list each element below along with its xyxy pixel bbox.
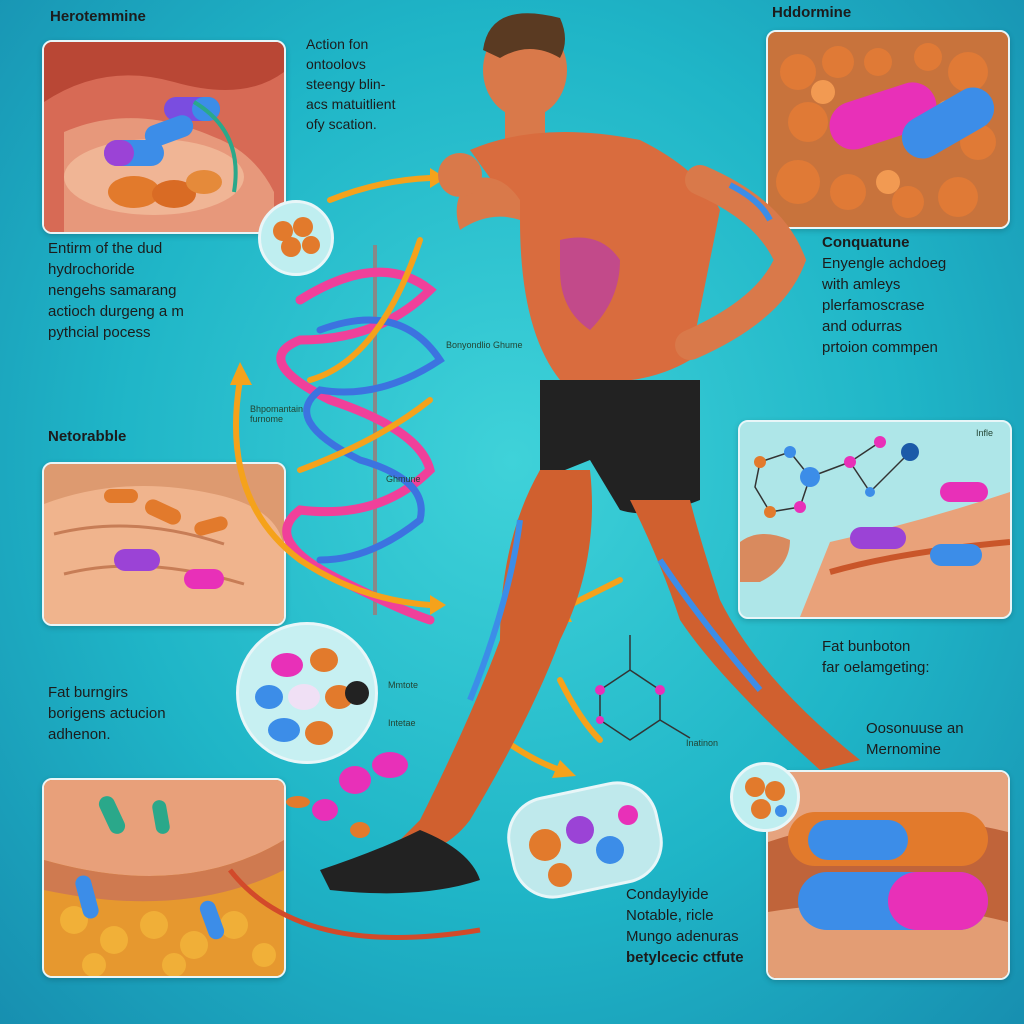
runner-illustration [320,13,860,894]
capsule-icon [104,489,228,536]
text-bottom-center: Condaylyide Notable, ricle Mungo adenura… [626,886,744,966]
panel-fat-capsules [766,30,1010,229]
capsule-icon [507,781,663,899]
label-helix-1: Bonyondlio Ghume [446,340,523,350]
panel-molecule-arm [738,420,1012,619]
panel-capsules-muscle [766,770,1010,980]
capsule-icon [788,812,988,866]
text-right-lower: Oosonuuse an Mernomine [866,720,964,758]
capsule-icon [901,87,995,159]
stomach-illustration [44,42,284,232]
text-right-fat: Fat bunboton far oelamgeting: [822,638,930,676]
capsules-muscle-illustration [768,772,1008,978]
inset-fat-globules [730,762,800,832]
fat-capsules-illustration [768,32,1008,227]
capsule-icon [184,569,224,589]
hand-illustration [44,464,284,624]
inset-fat-cells [258,200,334,276]
molecule-icon [599,635,691,741]
capsule-icon [104,140,164,166]
heading-top-right: Hddormine [772,4,852,21]
label-molecule: Inatinon [686,738,719,748]
capsule-icon [829,82,937,150]
text-left-upper: Entirm of the dud hydrochoride nengehs s… [48,240,184,341]
label-pill-1: Mmtote [388,680,419,690]
panel-hand-pills [42,462,286,626]
label-helix-2: Bhpomantain furnome [250,404,304,424]
panel-stomach [42,40,286,234]
capsule-icon [75,796,225,940]
panel-fat-tissue [42,778,286,978]
text-right-upper: Conquatune Enyengle achdoeg with amleys … [822,234,947,356]
fat-tissue-illustration [44,780,284,976]
helix-icon [276,237,445,625]
label-helix-3: Ghmune [386,474,421,484]
capsule-icon [144,115,194,147]
capsule-icon [798,872,988,930]
label-right-small: Infle [976,428,994,438]
heading-top-left: Herotemmine [50,8,146,25]
capsule-icon [114,549,160,571]
label-pill-2: Intetae [388,718,416,728]
text-top-center: Action fon ontoolovs steengy blin- acs m… [306,36,396,132]
inset-pills [236,622,378,764]
text-left-lower: Fat burngirs borigens actucion adhenon. [48,684,166,743]
molecule-arm-illustration [740,422,1010,617]
heading-middle-left: Netorabble [48,428,127,445]
capsule-icon [850,482,988,566]
